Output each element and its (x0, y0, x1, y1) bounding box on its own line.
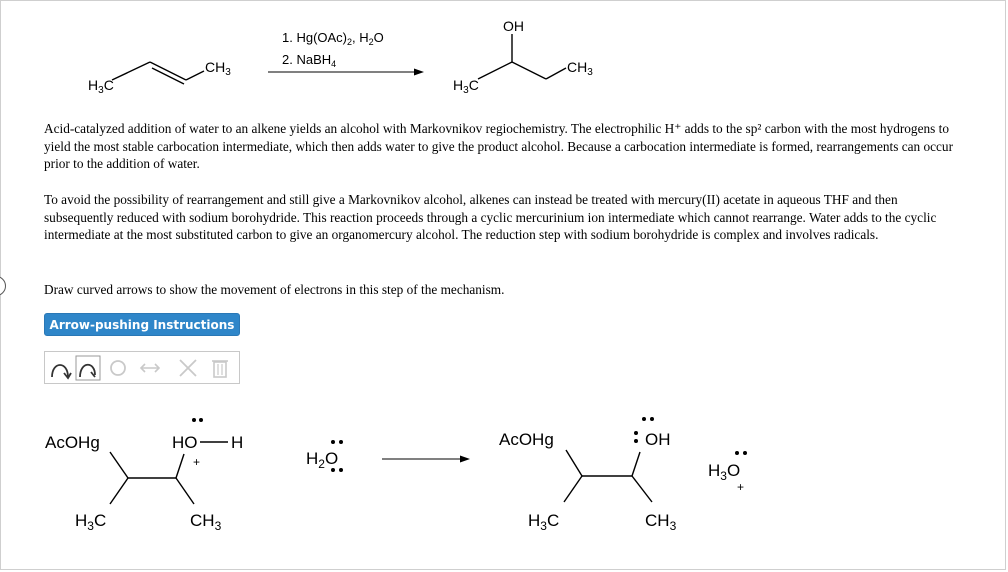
water-molecule: H2O (306, 440, 343, 472)
right-methyl-a: H3C (528, 511, 559, 533)
left-methyl-b: CH3 (190, 511, 222, 533)
right-product: AcOHg OH H3C CH3 (499, 417, 677, 533)
single-barbed-arrow-icon[interactable] (75, 355, 101, 381)
left-intermediate: AcOHg HO H + H3C CH3 (45, 418, 243, 533)
hydronium-charge: + (737, 480, 744, 494)
svg-text:H2O: H2O (306, 449, 338, 471)
paragraph-acid-catalyzed: Acid-catalyzed addition of water to an a… (44, 121, 953, 171)
double-headed-arrow-icon[interactable] (48, 355, 74, 381)
trash-icon[interactable] (207, 355, 233, 381)
left-methyl-a: H3C (75, 511, 106, 533)
reagent-step2: 2. NaBH4 (282, 52, 336, 69)
left-plus-charge: + (193, 455, 200, 469)
reactant-alkene (111, 61, 205, 85)
product-left-methyl: H3C (453, 77, 479, 96)
hydronium-ion: H3O + (708, 451, 747, 494)
arrow-toolbar (44, 351, 240, 384)
resonance-arrow-icon[interactable] (137, 355, 163, 381)
mechanism-canvas[interactable]: AcOHg HO H + H3C CH3 H2O AcOHg OH (0, 392, 1008, 572)
product-skeleton (477, 34, 567, 80)
lasso-icon[interactable] (105, 355, 131, 381)
product-oh: OH (503, 18, 524, 34)
reactant-right-methyl: CH3 (205, 59, 231, 78)
reaction-scheme: H3C CH3 1. Hg(OAc)2, H2O 2. NaBH4 OH H3C… (88, 18, 593, 96)
right-methyl-b: CH3 (645, 511, 677, 533)
reagent-step1: 1. Hg(OAc)2, H2O (282, 30, 384, 47)
left-hg-group: AcOHg (45, 433, 100, 452)
delete-icon[interactable] (175, 355, 201, 381)
svg-text:H3O: H3O (708, 461, 740, 483)
product-right-methyl: CH3 (567, 59, 593, 78)
reactant-left-methyl: H3C (88, 77, 114, 96)
mechanism-arrow (382, 455, 470, 463)
right-oh-group: OH (645, 430, 671, 449)
reaction-arrow (268, 68, 424, 76)
question-prompt: Draw curved arrows to show the movement … (44, 282, 505, 297)
left-ho-group: HO (172, 433, 198, 452)
left-h-atom: H (231, 433, 243, 452)
right-hg-group: AcOHg (499, 430, 554, 449)
paragraph-oxymercuration: To avoid the possibility of rearrangemen… (44, 192, 937, 242)
arrow-pushing-instructions-button[interactable]: Arrow-pushing Instructions (44, 313, 240, 336)
